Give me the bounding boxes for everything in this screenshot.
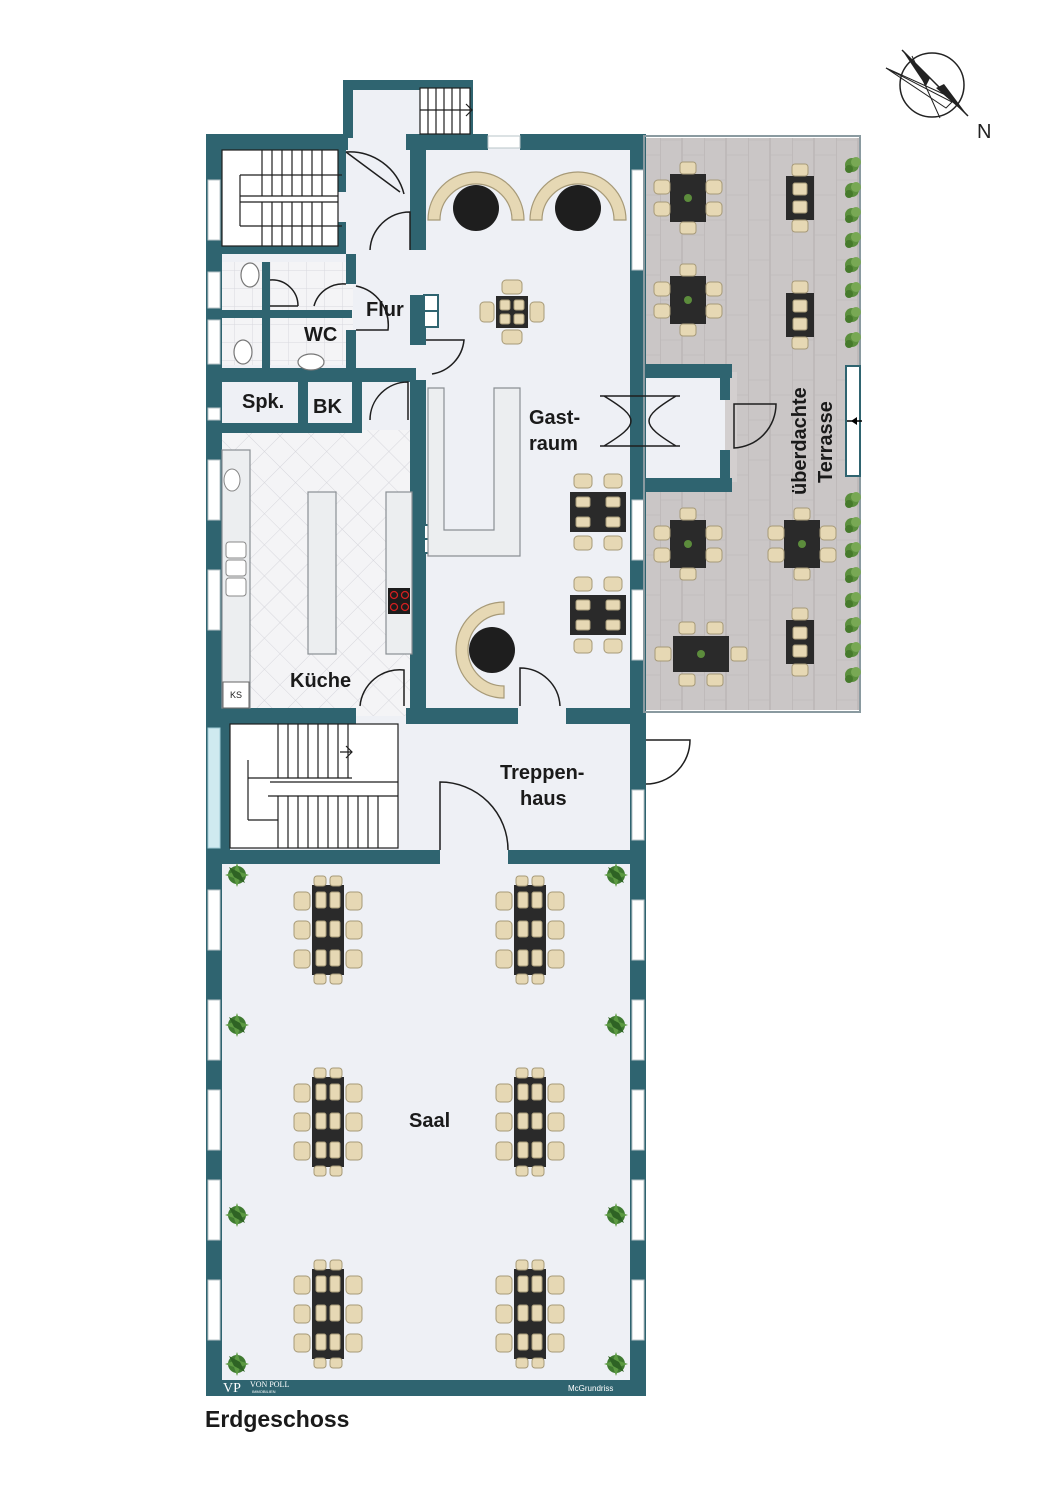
fixtures	[221, 262, 521, 709]
doors	[269, 151, 777, 851]
walls	[206, 80, 732, 1396]
logo-mark: VP	[223, 1381, 241, 1396]
compass-north-label: N	[977, 121, 991, 143]
credit-label: McGrundriss	[568, 1384, 613, 1393]
room-label-bk: BK	[313, 396, 342, 418]
appliance-label-ks: KS	[230, 690, 242, 700]
room-label-gastraum-line1: Gast-	[529, 407, 580, 429]
terrace-furniture	[653, 157, 861, 687]
stairs	[221, 87, 473, 849]
room-label-treppenhaus-line1: Treppen-	[500, 762, 584, 784]
room-label-terrasse-line1: überdachte	[789, 387, 811, 495]
room-label-saal: Saal	[409, 1110, 450, 1132]
room-label-kueche: Küche	[290, 670, 351, 692]
room-label-gastraum-line2: raum	[529, 433, 578, 455]
floor-title: Erdgeschoss	[205, 1406, 350, 1432]
gastraum-furniture	[427, 171, 627, 699]
compass-icon	[885, 49, 969, 119]
room-label-spk: Spk.	[242, 391, 284, 413]
logo-name: VON POLL	[250, 1380, 289, 1389]
room-label-terrasse-line2: Terrasse	[815, 401, 837, 483]
logo-sub: IMMOBILIEN	[252, 1389, 276, 1394]
room-label-flur: Flur	[366, 299, 404, 321]
room-label-treppenhaus-line2: haus	[520, 788, 567, 810]
room-label-wc: WC	[304, 324, 337, 346]
